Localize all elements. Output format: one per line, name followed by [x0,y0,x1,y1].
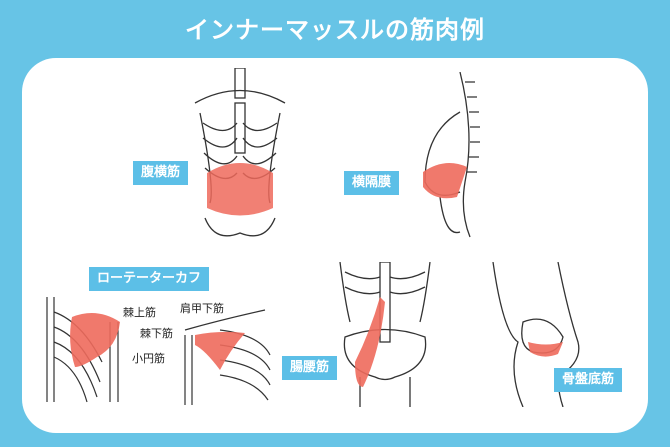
body-side-illustration [492,262,580,407]
torso-front-illustration [194,68,286,237]
pelvis-front-illustration [339,262,431,407]
label-iliopsoas: 腸腰筋 [282,356,338,380]
rotator-cuff-back-muscles [70,313,120,367]
subscapularis-muscle [195,331,245,370]
shoulder-back-illustration [46,297,120,403]
shoulder-front-illustration [184,309,271,405]
label-rotator-cuff: ローテーターカフ [89,267,210,291]
label-pelvic-floor: 骨盤底筋 [554,368,623,392]
label-subscapularis: 肩甲下筋 [180,302,224,315]
pelvic-floor-muscle [528,342,563,357]
label-supraspinatus: 棘上筋 [123,306,156,319]
torso-side-illustration [423,72,480,238]
label-teres-minor: 小円筋 [132,352,165,365]
page-title: インナーマッスルの筋肉例 [185,16,485,44]
iliopsoas-muscle [355,297,385,387]
transversus-muscle [207,163,273,216]
label-diaphragm: 横隔膜 [344,171,400,195]
diaphragm-muscle [423,163,467,199]
label-infraspinatus: 棘下筋 [140,327,173,340]
label-transversus: 腹横筋 [133,161,189,185]
